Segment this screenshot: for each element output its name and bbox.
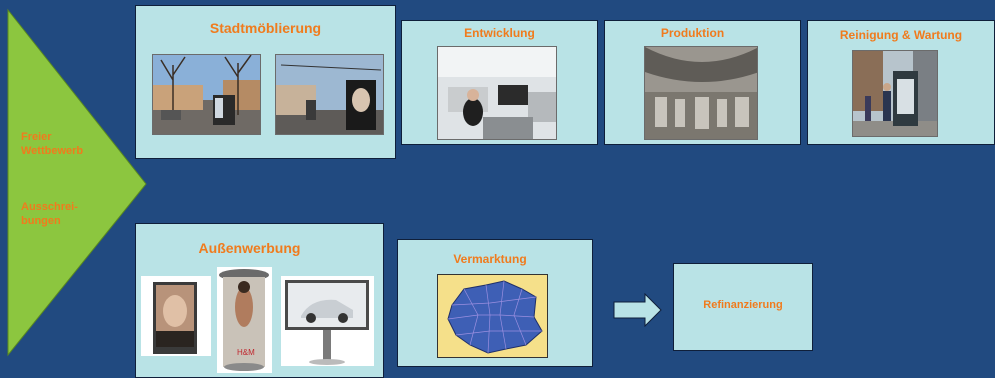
box-produktion: Produktion xyxy=(604,20,801,145)
box-title: Stadtmöblierung xyxy=(209,20,322,36)
cleaning-maintenance-photo xyxy=(852,50,938,137)
box-title: Außenwerbung xyxy=(198,240,301,256)
right-arrow-icon xyxy=(613,293,662,327)
box-stadtmoeblierung: Stadtmöblierung xyxy=(135,5,396,159)
box-entwicklung: Entwicklung xyxy=(401,20,598,145)
street-furniture-photo-2 xyxy=(275,54,384,135)
box-reinigung-wartung: Reinigung & Wartung xyxy=(807,20,995,145)
berlin-map-image xyxy=(437,274,548,358)
box-title: Refinanzierung xyxy=(703,299,783,311)
production-hall-photo xyxy=(644,46,758,140)
box-refinanzierung: Refinanzierung xyxy=(673,263,813,351)
street-furniture-photo-1 xyxy=(152,54,261,135)
box-vermarktung: Vermarktung xyxy=(397,239,593,367)
development-office-photo xyxy=(437,46,557,140)
box-title: Entwicklung xyxy=(464,26,535,40)
advertising-column-photo: H&M xyxy=(217,267,272,373)
box-aussenwerbung: Außenwerbung H&M xyxy=(135,223,384,378)
process-chevron xyxy=(7,8,147,357)
mega-billboard-photo xyxy=(281,276,374,366)
box-title: Produktion xyxy=(660,26,725,40)
box-title: Reinigung & Wartung xyxy=(839,28,963,42)
chevron-label-ausschreibungen: Ausschrei-bungen xyxy=(21,201,78,227)
billboard-poster-photo xyxy=(141,276,211,356)
chevron-label-freier-wettbewerb: Freier Wettbewerb xyxy=(21,131,84,157)
svg-text:H&M: H&M xyxy=(237,348,255,357)
box-title: Vermarktung xyxy=(453,252,527,266)
